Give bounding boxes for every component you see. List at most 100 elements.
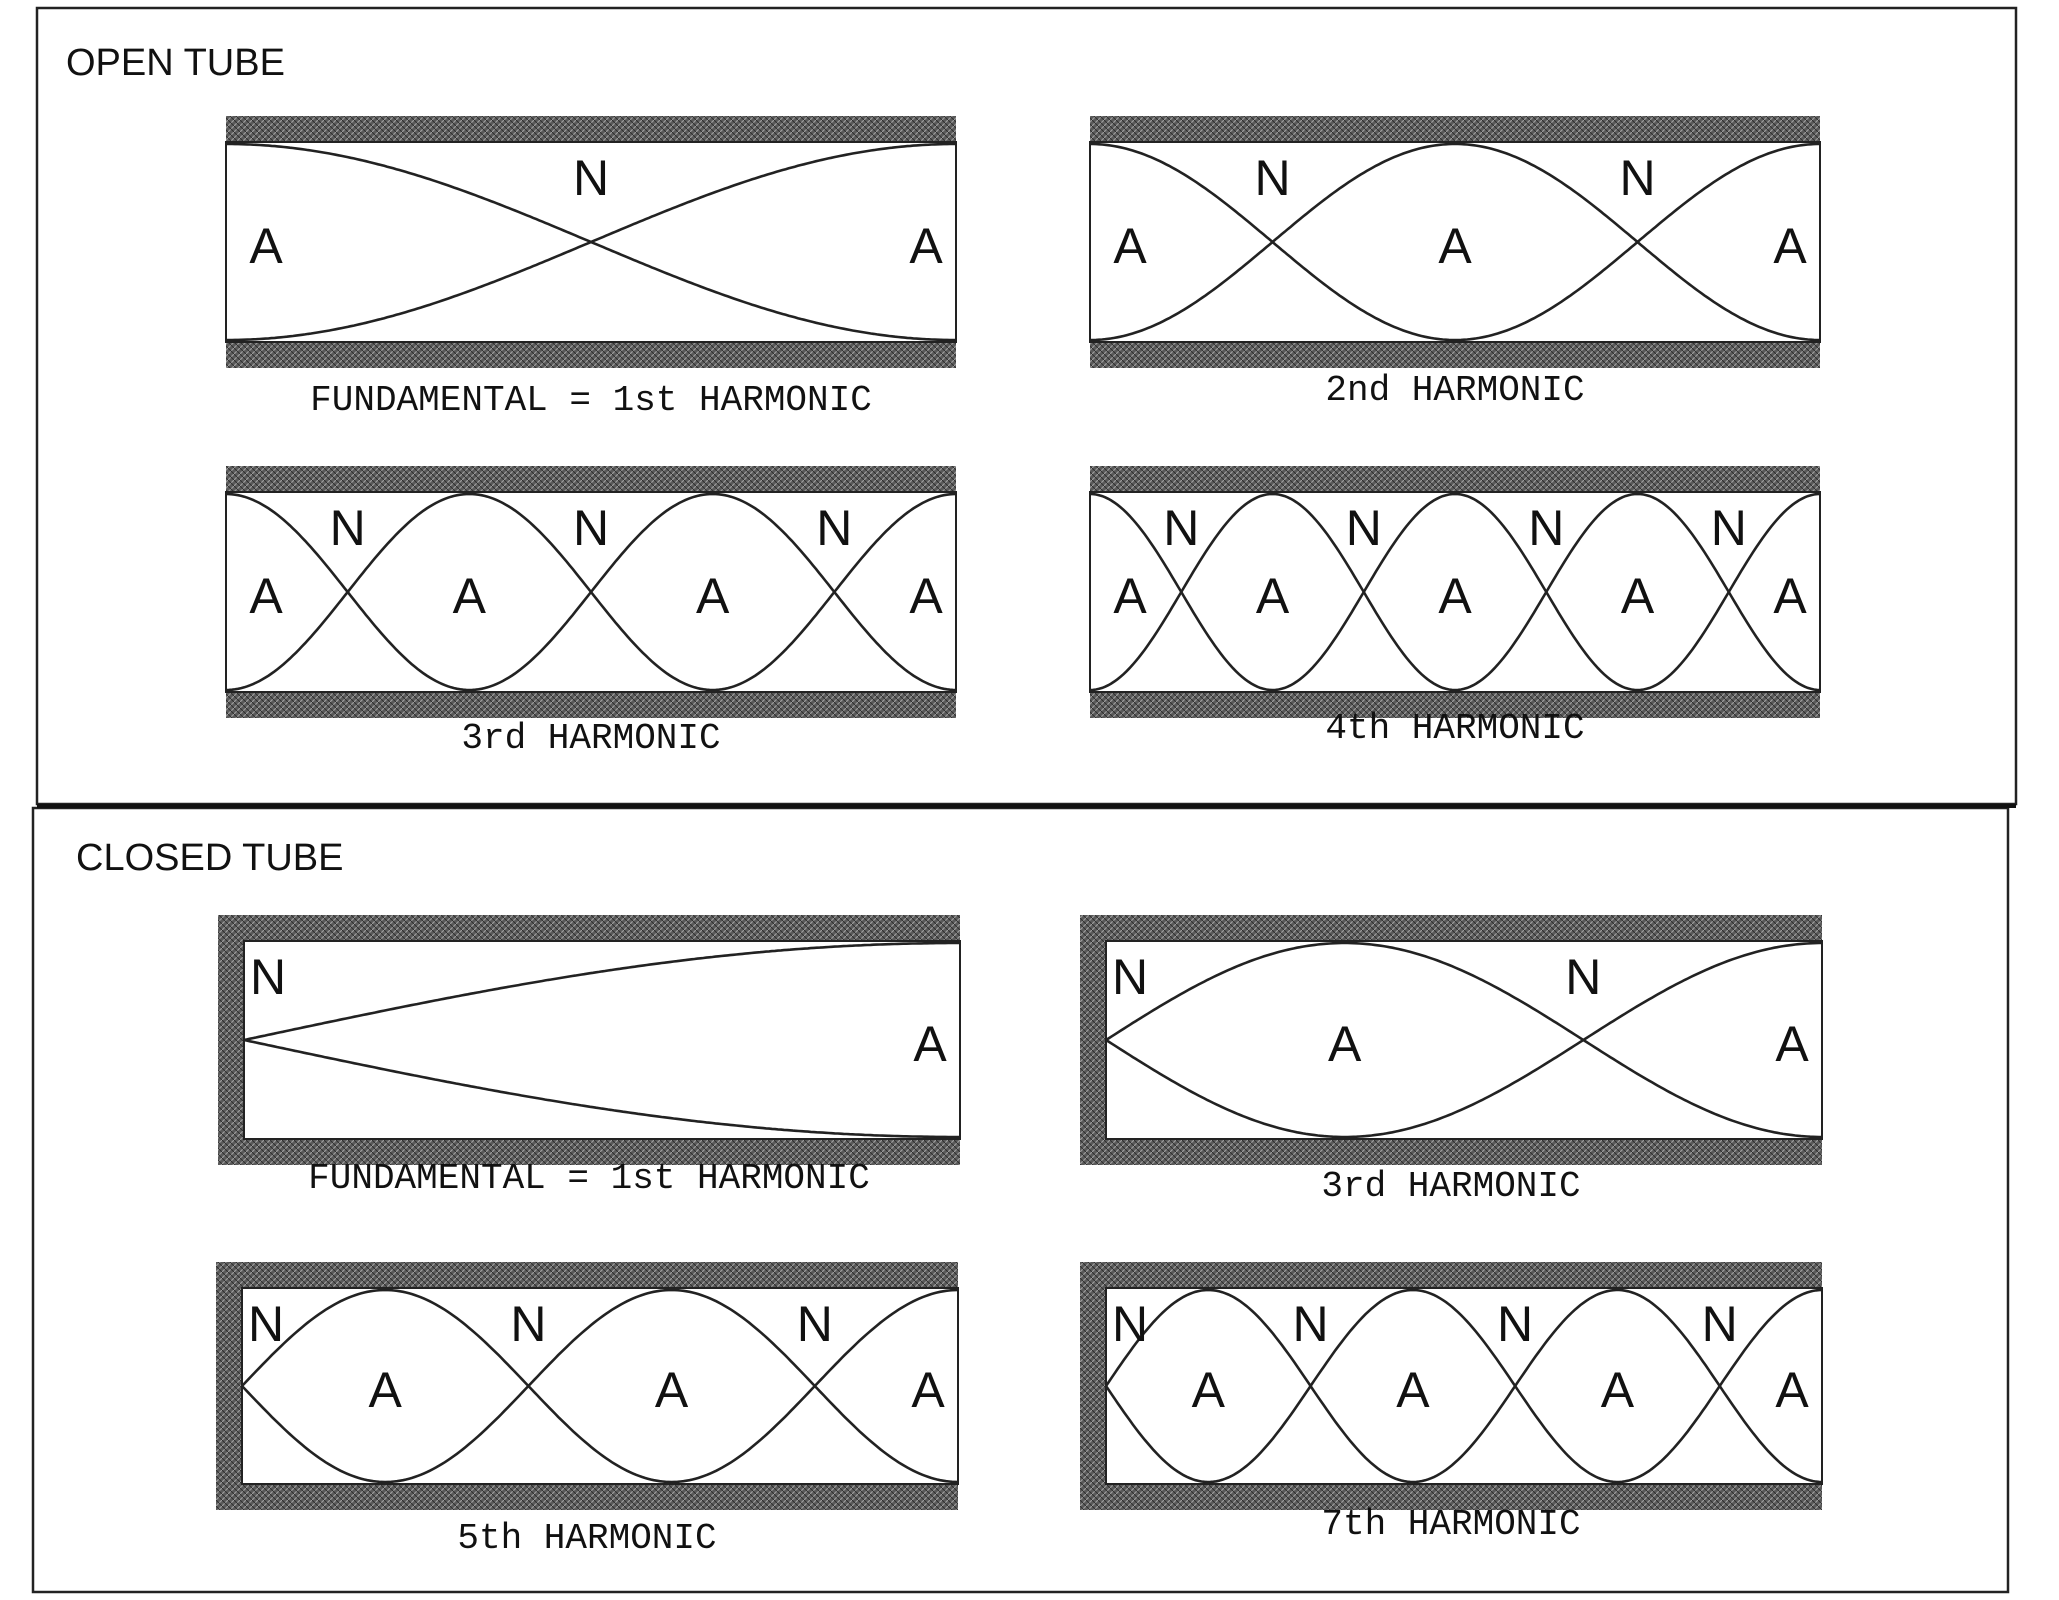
harmonic-caption: FUNDAMENTAL = 1st HARMONIC [308, 1158, 870, 1199]
tube-air-column [1089, 141, 1821, 343]
node-label: N [1112, 1296, 1148, 1352]
tube-top-wall [1080, 1262, 1822, 1288]
tube-open-1: N A A FUNDAMENTAL = 1st HARMONIC [225, 116, 957, 421]
antinode-label: A [249, 218, 283, 274]
tube-air-column [241, 1287, 959, 1485]
antinode-label: A [369, 1362, 403, 1418]
node-label: N [1711, 500, 1747, 556]
node-label: N [1254, 150, 1290, 206]
antinode-label: A [1438, 568, 1472, 624]
harmonic-caption: 7th HARMONIC [1321, 1504, 1580, 1545]
harmonic-caption: 3rd HARMONIC [461, 718, 720, 759]
wave-curve-lower [1089, 492, 1821, 692]
tube-bottom-wall [216, 1484, 958, 1510]
wave-curve-lower [1105, 941, 1822, 1139]
tube-air-column [1105, 940, 1823, 1140]
wave-curve-lower [1104, 1288, 1823, 1484]
open-tube-title: OPEN TUBE [66, 42, 285, 84]
tube-closed-end [218, 915, 244, 1165]
tube-top-wall [1090, 116, 1820, 142]
antinode-label: A [1113, 568, 1147, 624]
wave-curve-upper [241, 1288, 959, 1484]
antinode-label: A [1601, 1362, 1635, 1418]
antinode-label: A [696, 568, 730, 624]
antinode-label: A [913, 1016, 947, 1072]
node-label: N [248, 1296, 284, 1352]
antinode-label: A [1396, 1362, 1430, 1418]
antinode-label: A [453, 568, 487, 624]
node-label: N [1293, 1296, 1329, 1352]
tube-closed-end [216, 1262, 242, 1510]
tube-top-wall [218, 915, 960, 941]
wave-curve-upper [1104, 1288, 1823, 1484]
node-label: N [573, 500, 609, 556]
tube-open-2: N N A A A 2nd HARMONIC [1089, 116, 1821, 411]
tube-air-column [1089, 491, 1821, 693]
wave-curve-lower [225, 492, 957, 692]
tube-bottom-wall [1080, 1484, 1822, 1510]
tube-closed-1: N A FUNDAMENTAL = 1st HARMONIC [218, 915, 961, 1199]
tube-top-wall [216, 1262, 958, 1288]
antinode-label: A [909, 568, 943, 624]
harmonic-caption: 3rd HARMONIC [1321, 1166, 1580, 1207]
wave-curve-lower [243, 1038, 960, 1139]
node-label: N [797, 1296, 833, 1352]
tube-top-wall [226, 466, 956, 492]
tube-bottom-wall [1090, 692, 1820, 718]
node-label: N [1346, 500, 1382, 556]
tube-closed-5: N N N A A A 5th HARMONIC [216, 1262, 959, 1559]
antinode-label: A [1113, 218, 1147, 274]
wave-curve-upper [1089, 492, 1821, 692]
wave-curve-lower [226, 142, 956, 342]
tube-closed-end [1080, 915, 1106, 1165]
antinode-label: A [1328, 1016, 1362, 1072]
node-label: N [1497, 1296, 1533, 1352]
tube-closed-end [1080, 1262, 1106, 1510]
antinode-label: A [1192, 1362, 1226, 1418]
node-label: N [1163, 500, 1199, 556]
antinode-label: A [1256, 568, 1290, 624]
node-label: N [1528, 500, 1564, 556]
wave-curve-upper [1090, 142, 1820, 342]
tube-top-wall [1080, 915, 1822, 941]
tube-bottom-wall [1090, 342, 1820, 368]
node-label: N [250, 949, 286, 1005]
wave-curve-lower [1090, 142, 1820, 342]
closed-tube-title: CLOSED TUBE [76, 837, 343, 879]
node-label: N [330, 500, 366, 556]
antinode-label: A [655, 1362, 689, 1418]
node-label: N [1112, 949, 1148, 1005]
node-label: N [1702, 1296, 1738, 1352]
wave-curve-upper [243, 941, 960, 1042]
tube-bottom-wall [1080, 1139, 1822, 1165]
antinode-label: A [1773, 568, 1807, 624]
harmonic-caption: 2nd HARMONIC [1325, 370, 1584, 411]
tube-top-wall [1090, 466, 1820, 492]
antinode-label: A [909, 218, 943, 274]
node-label: N [1619, 150, 1655, 206]
antinode-label: A [1775, 1362, 1809, 1418]
antinode-label: A [1775, 1016, 1809, 1072]
antinode-label: A [1773, 218, 1807, 274]
harmonic-caption: 4th HARMONIC [1325, 708, 1584, 749]
harmonic-caption: FUNDAMENTAL = 1st HARMONIC [310, 380, 872, 421]
tube-air-column [243, 940, 961, 1140]
wave-curve-upper [1105, 941, 1822, 1139]
antinode-label: A [1438, 218, 1472, 274]
antinode-label: A [249, 568, 283, 624]
antinode-label: A [911, 1362, 945, 1418]
node-label: N [510, 1296, 546, 1352]
tube-bottom-wall [226, 342, 956, 368]
tube-top-wall [226, 116, 956, 142]
antinode-label: A [1621, 568, 1655, 624]
tube-bottom-wall [226, 692, 956, 718]
node-label: N [573, 150, 609, 206]
harmonic-caption: 5th HARMONIC [457, 1518, 716, 1559]
tube-bottom-wall [218, 1139, 960, 1165]
